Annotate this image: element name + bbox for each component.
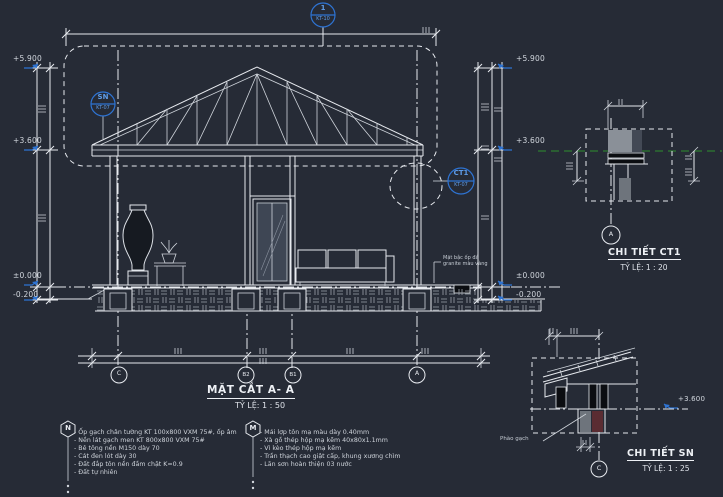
- level-ground-left: -0.200: [13, 290, 39, 299]
- granite-callout-line2: granite màu vàng: [443, 261, 488, 267]
- notes-right-list: - Mái lợp tôn mạ màu dày 0.40mm - Xà gồ …: [260, 429, 401, 469]
- level-eave-left: +3.600: [13, 136, 42, 145]
- note-item: - Bê tông nền M150 dày 70: [74, 445, 160, 453]
- note-item: - Lăn sơn hoàn thiện 03 nước: [260, 461, 352, 469]
- ct1-grid-bubble: A: [608, 230, 614, 238]
- ct1-marker-sheet: KT-07: [454, 182, 468, 188]
- note-item: - Vì kèo thép hộp mạ kẽm: [260, 445, 342, 453]
- section-marker-sheet: KT-10: [316, 16, 330, 22]
- notes-left-key: N: [65, 424, 71, 432]
- note-item: - Trần thạch cao giật cấp, khung xương c…: [260, 453, 401, 461]
- note-item: - Xà gồ thép hộp mạ kẽm 40x80x1.1mm: [260, 437, 388, 445]
- section-marker-number: 1: [320, 4, 326, 12]
- sn-detail-level: +3.600: [678, 395, 706, 403]
- detail-sn-drawing: [530, 328, 688, 478]
- sn-detail-callout: Phào gạch: [500, 436, 529, 442]
- door: [250, 195, 295, 286]
- level-floor-left: ±0.000: [13, 271, 42, 280]
- bottom-dimensions: [78, 348, 490, 384]
- notes-right-key: M: [249, 424, 257, 432]
- interior-furniture: [122, 195, 395, 286]
- note-item: - Nền lát gạch men KT 800x800 VXM 75#: [74, 437, 205, 445]
- detail-ct1-drawing: [566, 99, 700, 245]
- top-dimension: [61, 2, 441, 46]
- note-item: - Đất đắp tôn nền đầm chặt K=0.9: [74, 461, 183, 469]
- roof-truss: [91, 66, 424, 157]
- note-item: - Cát đen lót dày 30: [74, 453, 137, 461]
- sn-marker-sheet: KT-07: [96, 105, 110, 111]
- detail-sn-scale: TỶ LỆ: 1 : 25: [642, 464, 690, 473]
- sn-marker-label: SN: [97, 93, 109, 101]
- granite-callout-line1: Mặt bậc ốp đá: [443, 255, 479, 261]
- detail-ct1-title: CHI TIẾT CT1: [608, 247, 681, 261]
- right-dimensions: [473, 62, 512, 305]
- level-floor-right: ±0.000: [516, 271, 545, 280]
- note-key-markers: [60, 420, 261, 494]
- main-section-title: MẶT CẮT A- A: [207, 384, 295, 399]
- callout-markers: [90, 91, 475, 283]
- elevation-flags: [23, 63, 679, 410]
- note-item: - Ốp gạch chân tường KT 100x800 VXM 75#,…: [74, 429, 237, 436]
- level-ground-right: -0.200: [516, 290, 542, 299]
- note-item: - Mái lợp tôn mạ màu dày 0.40mm: [260, 429, 370, 436]
- sofa: [295, 249, 395, 286]
- grid-bubble-b2: B2: [242, 372, 250, 378]
- ground-hatch: [95, 288, 542, 312]
- detail-ct1-scale: TỶ LỆ: 1 : 20: [620, 263, 668, 272]
- main-section-scale: TỶ LỆ: 1 : 50: [234, 401, 286, 410]
- sn-detail-boundary: [63, 45, 438, 167]
- level-ridge-left: +5.900: [13, 54, 42, 63]
- note-item: - Đất tự nhiên: [74, 469, 118, 477]
- level-ridge-right: +5.900: [516, 54, 545, 63]
- vase: [122, 209, 154, 271]
- notes-left-list: - Ốp gạch chân tường KT 100x800 VXM 75#,…: [74, 429, 237, 478]
- sn-grid-bubble: C: [596, 464, 602, 472]
- grid-bubble-a: A: [414, 370, 420, 377]
- detail-sn-title: CHI TIẾT SN: [627, 448, 695, 462]
- side-table: [154, 262, 186, 286]
- grid-bubble-c: C: [116, 370, 122, 377]
- left-dimensions: [30, 62, 58, 305]
- ct1-marker-label: CT1: [453, 169, 469, 177]
- grid-bubble-b1: B1: [289, 372, 297, 378]
- plant: [160, 240, 178, 264]
- level-eave-right: +3.600: [516, 136, 545, 145]
